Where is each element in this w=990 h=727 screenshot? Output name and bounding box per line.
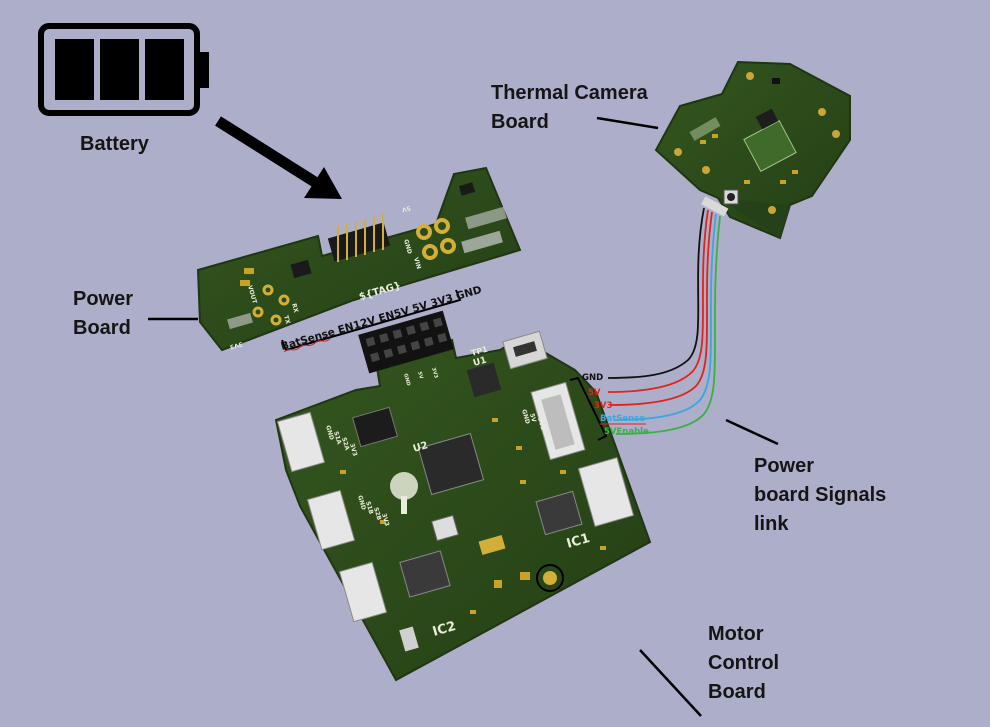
wire-label-3v3: 3V3	[594, 401, 612, 411]
thermal-camera-pointer	[597, 118, 658, 128]
wire-5v	[608, 210, 708, 392]
wire-label-5venable: 5VEnable	[604, 427, 649, 437]
signal-wires	[608, 208, 720, 434]
wire-batsense	[614, 214, 716, 420]
wire-label-batsense: BatSense	[600, 414, 645, 424]
thermal-camera-board	[656, 62, 850, 238]
wire-3v3	[610, 212, 712, 405]
power-label-5v: 5V	[401, 204, 412, 213]
motor-control-board: U2 U1 TP1 IC1 IC2 GND 5V 3V3 GND S1A S2A…	[276, 311, 650, 680]
signals-link-pointer	[726, 420, 778, 444]
battery-icon	[41, 26, 209, 113]
battery-arrow	[218, 121, 342, 199]
wire-label-5v: 5V	[588, 388, 601, 398]
wire-label-gnd: GND	[582, 373, 603, 383]
motor-control-pointer	[640, 650, 701, 716]
wire-gnd	[608, 208, 704, 378]
